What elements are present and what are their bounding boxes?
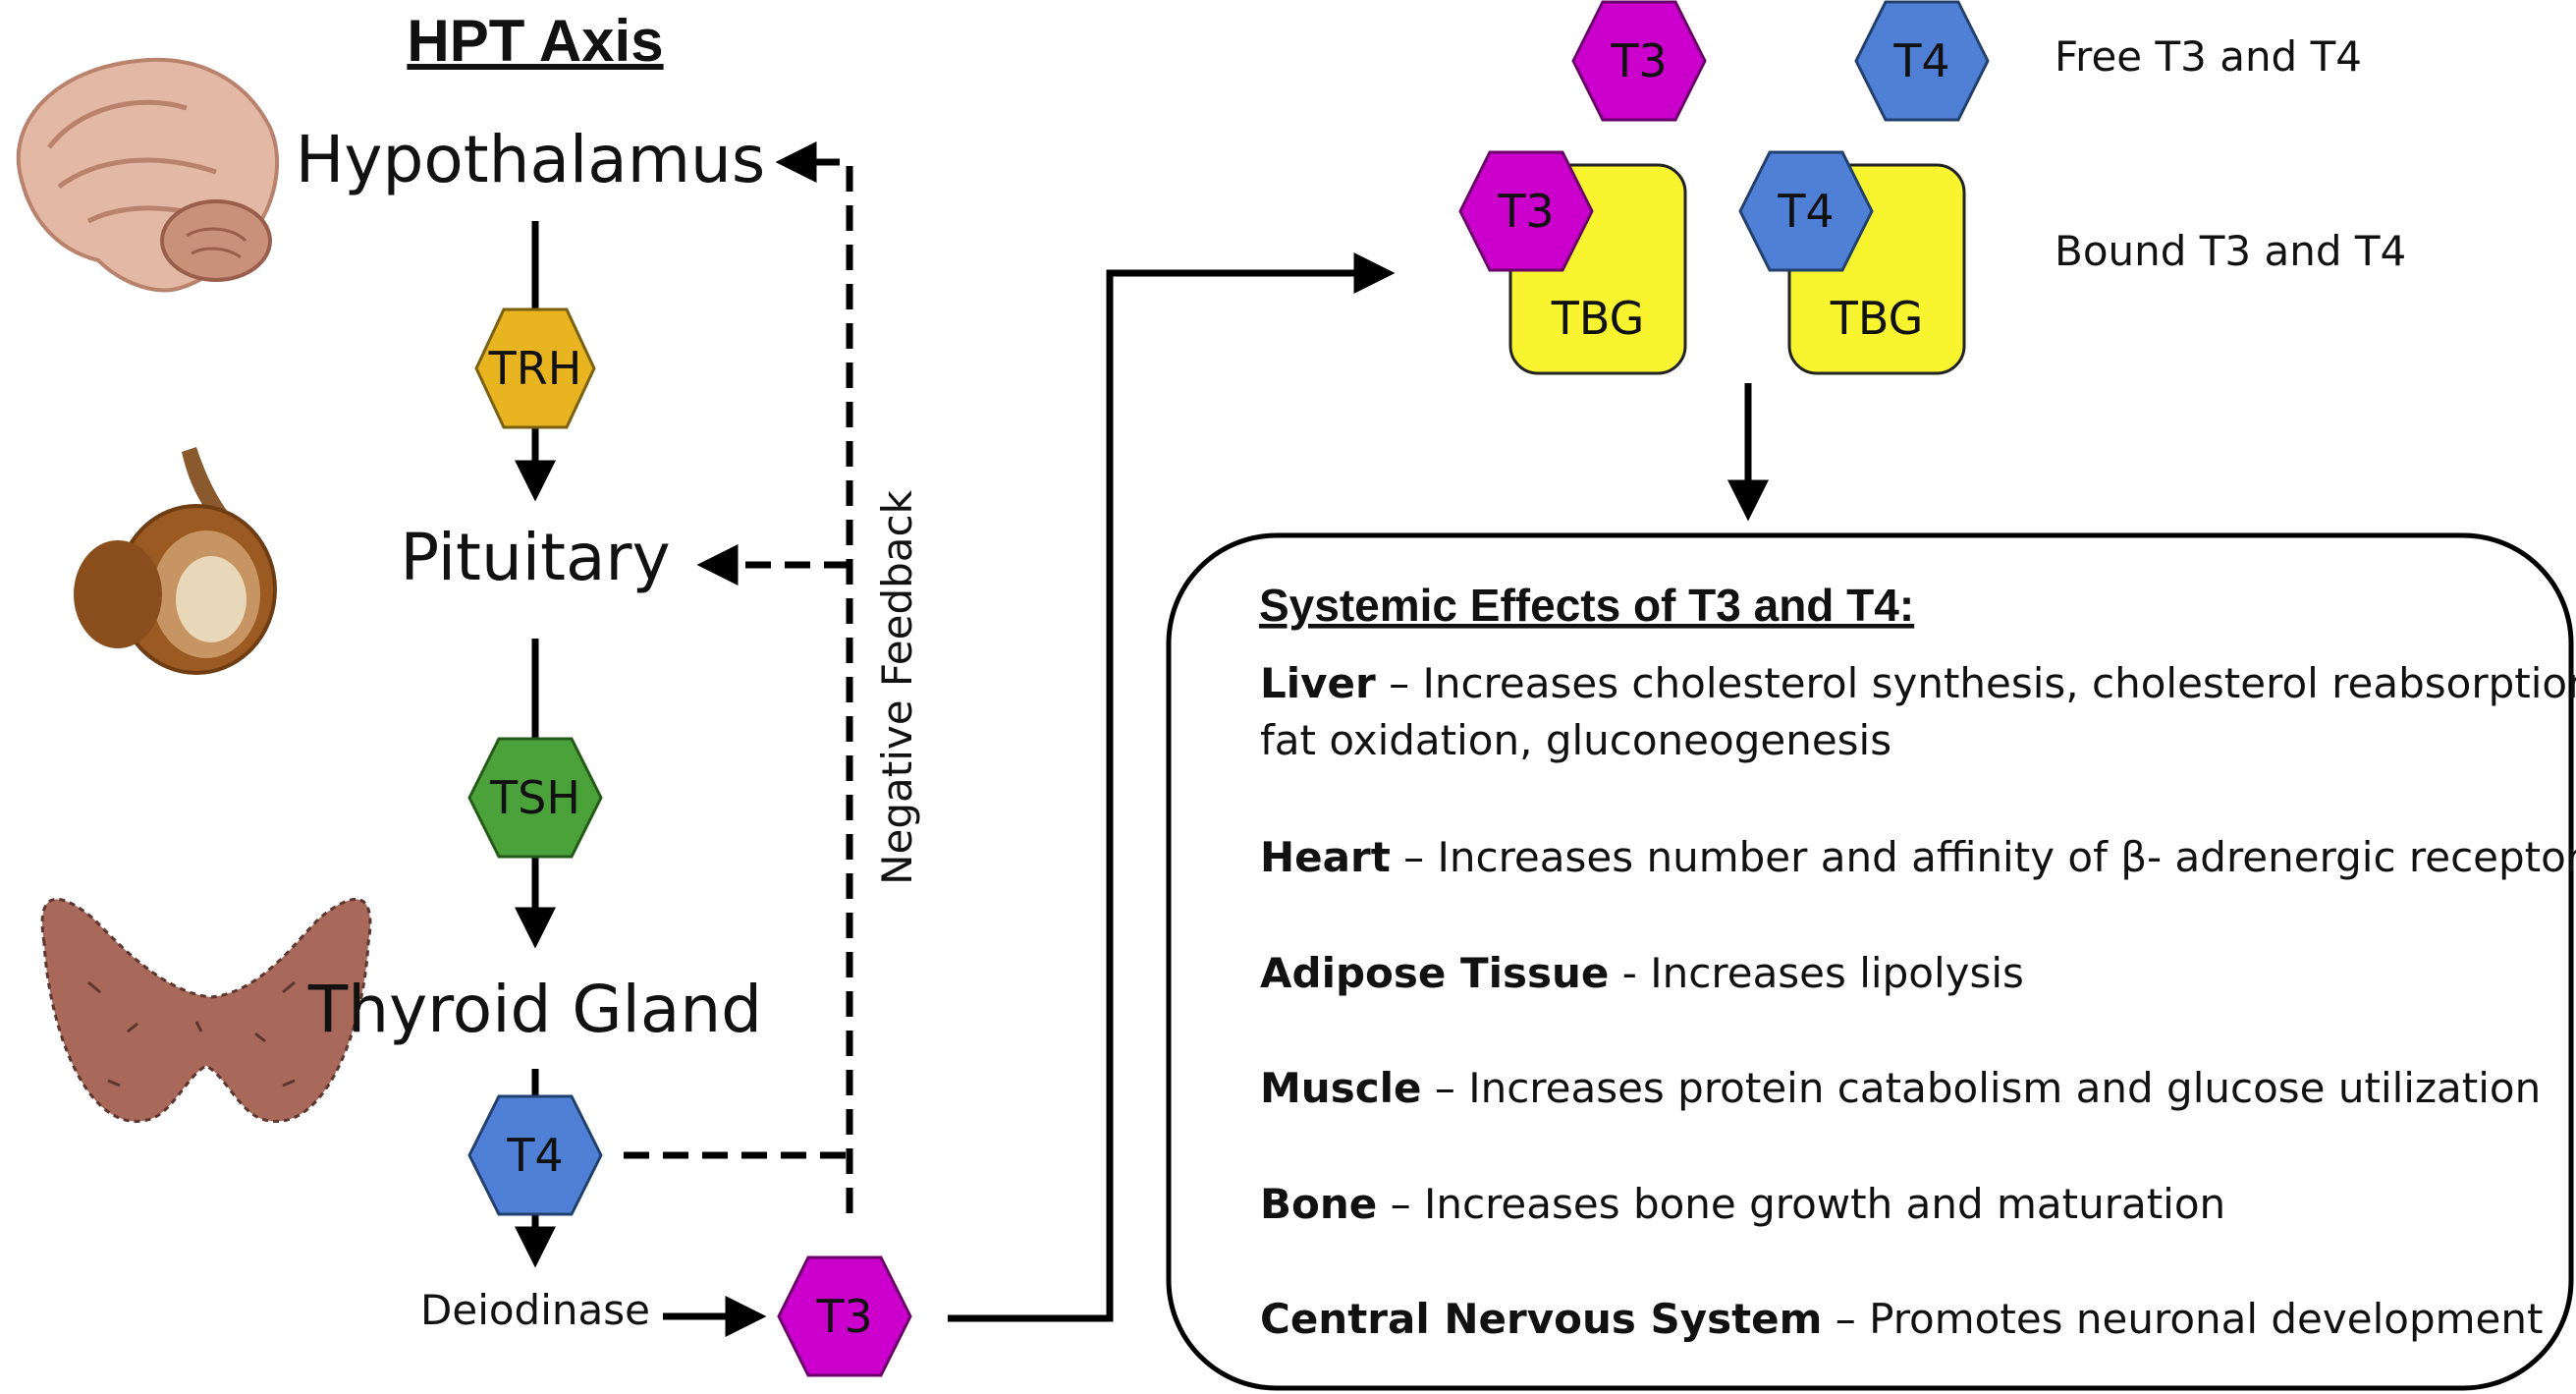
pituitary-label: Pituitary <box>400 520 670 595</box>
bound-t4-complex: T4 TBG <box>1738 150 1966 375</box>
free-t4-hexagon: T4 <box>1854 0 1990 122</box>
free-t3-hexagon: T3 <box>1571 0 1707 122</box>
systemic-effects-box <box>1166 532 2574 1391</box>
tbg-label: TBG <box>1551 292 1645 345</box>
effect-cns: Central Nervous System – Promotes neuron… <box>1260 1295 2543 1343</box>
effect-adipose: Adipose Tissue - Increases lipolysis <box>1260 949 2024 997</box>
arrow-t3-to-circulation <box>948 252 1396 1322</box>
effect-liver-cont: fat oxidation, gluconeogenesis <box>1260 716 1891 764</box>
systemic-effects-title: Systemic Effects of T3 and T4: <box>1259 580 1914 631</box>
svg-text:T3: T3 <box>815 1290 872 1343</box>
t3-hexagon: T3 <box>777 1255 912 1377</box>
bound-t3-t4-label: Bound T3 and T4 <box>2055 227 2406 275</box>
thyroid-gland-label: Thyroid Gland <box>307 972 762 1047</box>
svg-text:T3: T3 <box>1497 185 1554 238</box>
tbg-label: TBG <box>1830 292 1924 345</box>
effect-bone: Bone – Increases bone growth and maturat… <box>1260 1180 2225 1228</box>
pituitary-icon <box>74 447 277 675</box>
diagram-title: HPT Axis <box>407 8 663 74</box>
svg-text:T4: T4 <box>1892 34 1949 87</box>
brain-icon <box>16 57 280 293</box>
deiodinase-label: Deiodinase <box>420 1286 650 1334</box>
trh-hexagon: TRH <box>474 307 596 429</box>
effect-liver: Liver – Increases cholesterol synthesis,… <box>1260 659 2576 707</box>
t4-hexagon: T4 <box>467 1094 603 1216</box>
bound-t3-complex: T3 TBG <box>1458 150 1687 375</box>
svg-text:TSH: TSH <box>489 771 580 824</box>
tsh-hexagon: TSH <box>467 737 603 859</box>
negative-feedback-label: Negative Feedback <box>873 489 921 885</box>
free-t3-t4-label: Free T3 and T4 <box>2055 32 2362 81</box>
svg-text:T4: T4 <box>1777 185 1834 238</box>
svg-text:T3: T3 <box>1610 34 1667 87</box>
hypothalamus-label: Hypothalamus <box>296 122 765 197</box>
negative-feedback-loop <box>624 141 853 1213</box>
svg-text:T4: T4 <box>506 1129 563 1182</box>
svg-text:TRH: TRH <box>488 342 582 395</box>
thyroid-icon <box>40 898 372 1123</box>
effect-muscle: Muscle – Increases protein catabolism an… <box>1260 1064 2541 1112</box>
effect-heart: Heart – Increases number and affinity of… <box>1260 833 2576 881</box>
